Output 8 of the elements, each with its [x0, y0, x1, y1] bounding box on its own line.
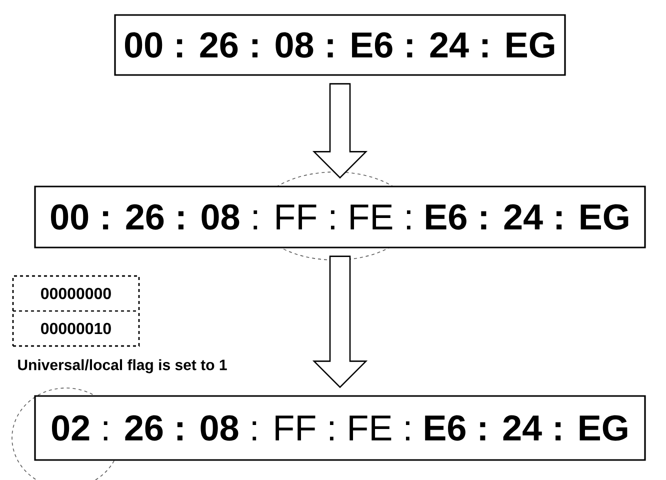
- address-box: 00 : 26 : 08 : E6 : 24 : EG: [114, 14, 566, 76]
- binary-value: 00000010: [41, 322, 111, 334]
- address-box: 02 : 26 : 08 : FF : FE : E6 : 24 : EG: [34, 395, 646, 461]
- binary-value: 00000000: [41, 288, 111, 300]
- address-box: 00 : 26 : 08 : FF : FE : E6 : 24 : EG: [34, 186, 646, 248]
- note-text: Universal/local flag is set to 1: [18, 359, 227, 374]
- block-arrow: [312, 256, 368, 388]
- block-arrow: [312, 83, 368, 179]
